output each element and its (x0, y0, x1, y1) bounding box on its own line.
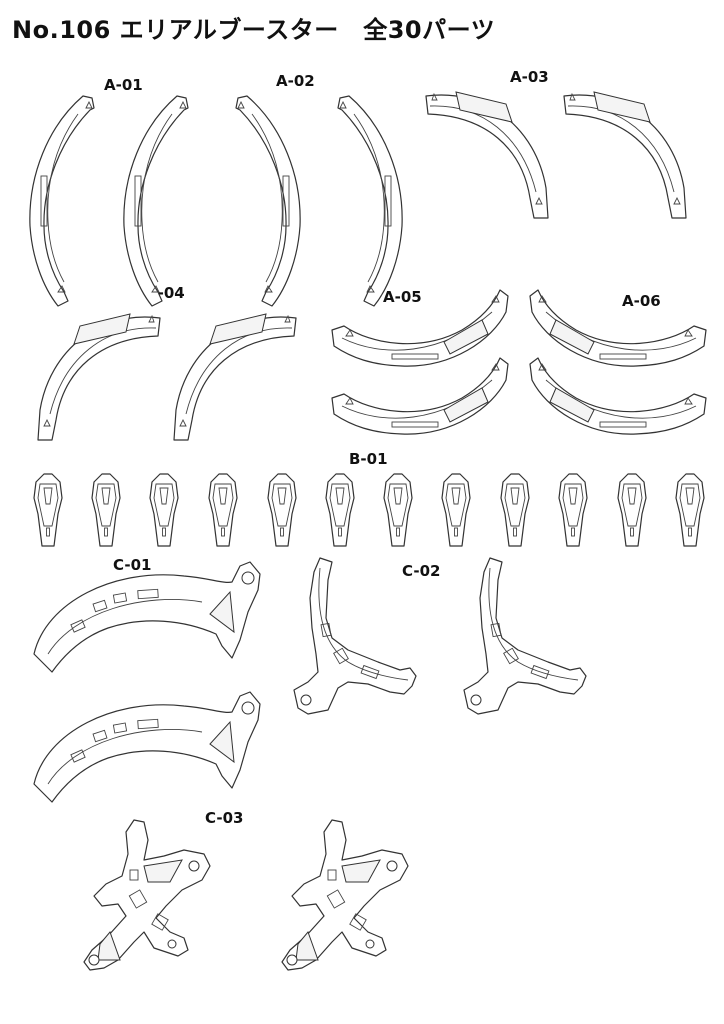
part-a06-2 (529, 357, 707, 435)
part-b01-7 (383, 473, 413, 547)
part-a04-1 (37, 313, 161, 441)
part-b01-3 (149, 473, 179, 547)
label-a02: A-02 (276, 72, 315, 90)
part-b01-10 (558, 473, 588, 547)
label-c03: C-03 (205, 809, 244, 827)
part-a01-2 (123, 95, 189, 307)
part-a06-1 (529, 289, 707, 367)
part-a04-2 (173, 313, 297, 441)
part-a02-1 (235, 95, 301, 307)
label-a01: A-01 (104, 76, 143, 94)
label-b01: B-01 (349, 450, 388, 468)
label-c02: C-02 (402, 562, 441, 580)
part-b01-5 (267, 473, 297, 547)
part-c03-2 (281, 819, 409, 971)
part-b01-9 (500, 473, 530, 547)
part-b01-8 (441, 473, 471, 547)
part-b01-12 (675, 473, 705, 547)
part-a02-2 (337, 95, 403, 307)
part-c01-2 (33, 691, 261, 803)
part-b01-6 (325, 473, 355, 547)
part-b01-4 (208, 473, 238, 547)
label-a06: A-06 (622, 292, 661, 310)
label-a03: A-03 (510, 68, 549, 86)
part-c01-1 (33, 561, 261, 673)
part-a05-1 (331, 289, 509, 367)
part-a01-1 (29, 95, 95, 307)
part-b01-2 (91, 473, 121, 547)
part-a03-2 (563, 91, 687, 219)
part-a03-1 (425, 91, 549, 219)
label-a05: A-05 (383, 288, 422, 306)
part-b01-11 (617, 473, 647, 547)
part-c02-1 (293, 557, 417, 715)
part-c02-2 (463, 557, 587, 715)
sheet-title: No.106 エリアルブースター 全30パーツ (12, 16, 496, 44)
part-c03-1 (83, 819, 211, 971)
part-a05-2 (331, 357, 509, 435)
part-b01-1 (33, 473, 63, 547)
label-c01: C-01 (113, 556, 152, 574)
